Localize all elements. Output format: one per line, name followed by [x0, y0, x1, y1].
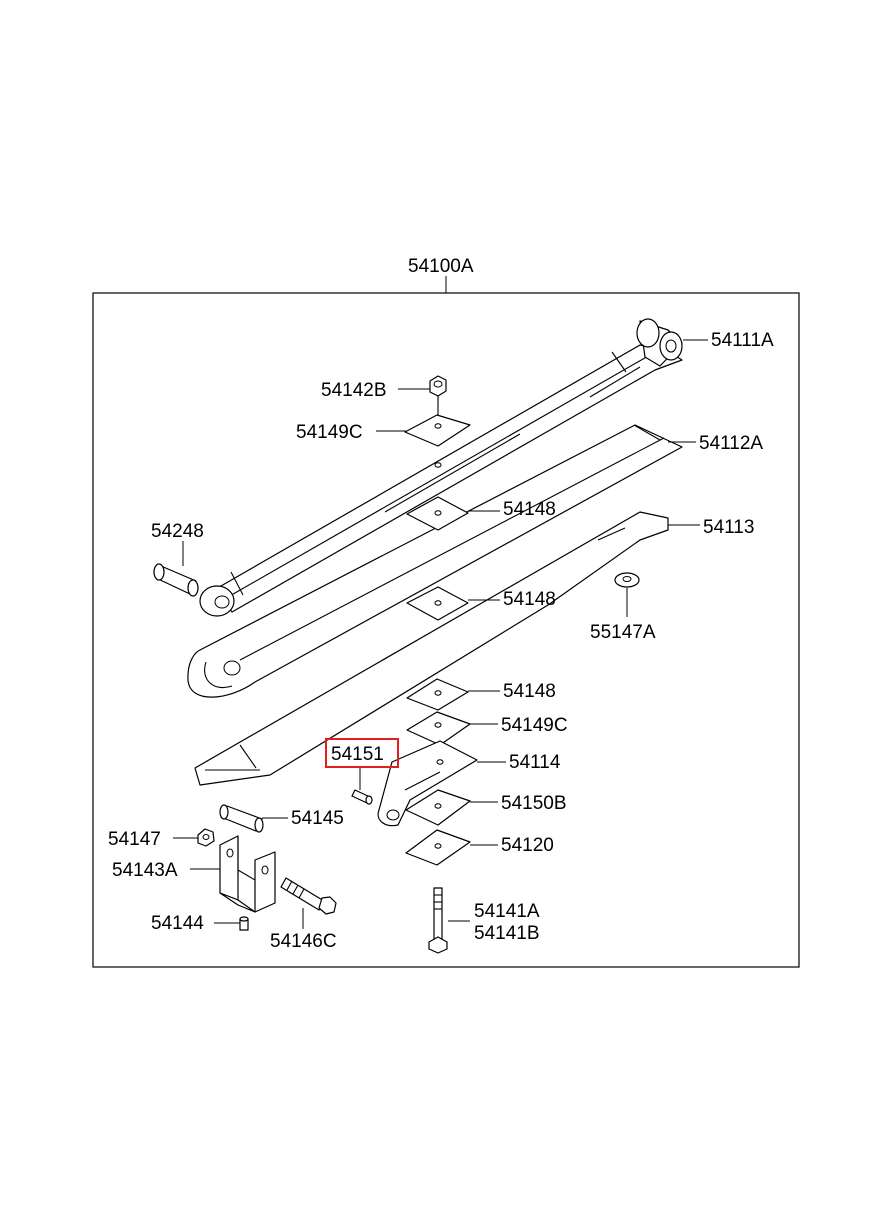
- callout-54145[interactable]: 54145: [291, 808, 344, 829]
- pad-54149C-top[interactable]: [404, 414, 471, 447]
- callout-54149C-low[interactable]: 54149C: [501, 715, 568, 736]
- shackle-54143A[interactable]: [219, 835, 276, 913]
- leaf-54111A[interactable]: [199, 318, 683, 617]
- assembly-label[interactable]: 54100A: [408, 256, 474, 277]
- callout-54112A[interactable]: 54112A: [699, 433, 763, 454]
- callout-54149C-top[interactable]: 54149C: [296, 422, 363, 443]
- nut-54142B[interactable]: [429, 375, 447, 420]
- callout-54151[interactable]: 54151: [331, 744, 384, 765]
- callout-54144[interactable]: 54144: [151, 913, 204, 934]
- nut-54147[interactable]: [197, 828, 215, 847]
- callout-54148-a[interactable]: 54148: [503, 499, 556, 520]
- callout-54147[interactable]: 54147: [108, 829, 161, 850]
- highlight-box-54151: [325, 738, 399, 768]
- bolt-54146C[interactable]: [280, 877, 337, 915]
- pin-54151[interactable]: [351, 789, 373, 805]
- callout-54148-b[interactable]: 54148: [503, 589, 556, 610]
- callout-54146C[interactable]: 54146C: [270, 931, 337, 952]
- callout-54141A[interactable]: 54141A: [474, 901, 540, 922]
- callout-54148-c[interactable]: 54148: [503, 681, 556, 702]
- callout-54143A[interactable]: 54143A: [112, 860, 178, 881]
- callout-54150B[interactable]: 54150B: [501, 793, 567, 814]
- washer-55147A[interactable]: [614, 572, 640, 588]
- callout-54141B[interactable]: 54141B: [474, 923, 540, 944]
- callout-55147A[interactable]: 55147A: [590, 622, 656, 643]
- callout-54113[interactable]: 54113: [703, 517, 754, 538]
- bushing-54145[interactable]: [219, 804, 264, 833]
- callout-54142B[interactable]: 54142B: [321, 380, 387, 401]
- leaf-54112A[interactable]: [187, 424, 683, 698]
- callout-54114[interactable]: 54114: [509, 752, 561, 773]
- callout-54111A[interactable]: 54111A: [711, 330, 774, 351]
- callout-54120[interactable]: 54120: [501, 835, 554, 856]
- pin-54144[interactable]: [239, 916, 249, 931]
- pad-54149C-low[interactable]: [406, 711, 471, 746]
- leaf-54113[interactable]: [194, 511, 669, 786]
- bolt-54141[interactable]: [428, 887, 448, 954]
- bushing-54248[interactable]: [153, 563, 199, 597]
- bracket-54114[interactable]: [377, 740, 478, 827]
- callout-54248[interactable]: 54248: [151, 521, 204, 542]
- leader-lines: [173, 339, 708, 929]
